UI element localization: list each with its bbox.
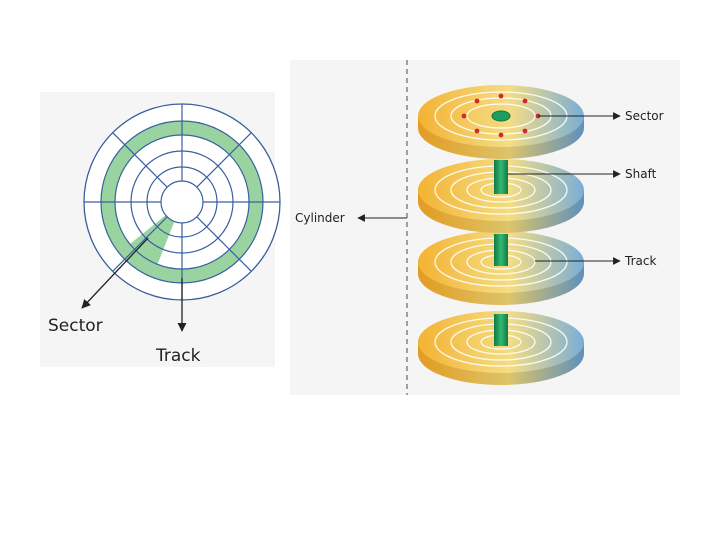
- highlighted-sector: [118, 202, 182, 278]
- shaft-segment: [494, 234, 508, 266]
- sector-dividers: [84, 104, 280, 300]
- platter: [418, 311, 584, 385]
- sector-track-disk: [83, 103, 281, 301]
- top-shaft-cap: [491, 110, 511, 122]
- right-track-label: Track: [624, 254, 656, 268]
- right-shaft-label: Shaft: [625, 167, 657, 181]
- platter-stack: [418, 85, 584, 385]
- platter: [418, 85, 584, 159]
- left-track-label: Track: [155, 346, 201, 366]
- shaft-segment: [494, 314, 508, 346]
- shaft-segment: [494, 160, 508, 194]
- left-sector-label: Sector: [48, 316, 103, 336]
- sector-dots: [461, 93, 541, 138]
- disk-spindle-hole: [160, 180, 204, 224]
- sector-arrow: [81, 237, 149, 309]
- right-sector-label: Sector: [625, 109, 664, 123]
- cylinder-label: Cylinder: [295, 211, 345, 225]
